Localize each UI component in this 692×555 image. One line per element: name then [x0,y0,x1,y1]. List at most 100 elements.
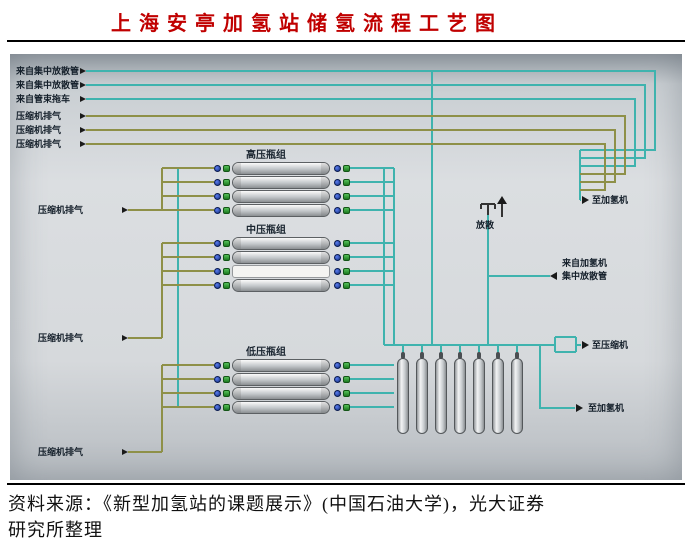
label-to-dispenser-bottom: 至加氢机 [588,403,625,413]
arrow-right-icon [80,113,86,119]
arrow-right-icon [80,127,86,133]
label-from-central-vent-2: 来自集中放散管 [16,80,80,90]
valve-green-icon [343,404,350,411]
arrow-right-icon [122,335,128,341]
valve-blue-icon [334,390,341,397]
storage-tube [232,265,330,278]
valve-green-icon [223,165,230,172]
valve-green-icon [223,362,230,369]
label-compressor-exhaust-top-2: 压缩机排气 [16,125,62,135]
storage-tube-row [214,401,354,414]
valve-green-icon [223,179,230,186]
valve-blue-icon [214,404,221,411]
storage-tube [232,204,330,217]
label-compressor-exhaust-top-3: 压缩机排气 [16,139,62,149]
arrow-right-icon [576,404,583,412]
gas-cylinder [435,352,447,434]
bottom-divider [7,483,685,485]
arrow-right-icon [582,341,589,349]
valve-green-icon [343,362,350,369]
valve-blue-icon [214,179,221,186]
valve-green-icon [223,240,230,247]
valve-green-icon [223,376,230,383]
storage-tube-row [214,373,354,386]
valve-blue-icon [334,282,341,289]
pipe-network-olive [86,115,626,453]
valve-green-icon [343,282,350,289]
gas-cylinder [416,352,428,434]
source-note-line2: 研究所整理 [8,520,103,540]
storage-tube-row [214,359,354,372]
valve-blue-icon [334,193,341,200]
valve-blue-icon [214,362,221,369]
storage-tube-row [214,251,354,264]
gas-cylinder [397,352,409,434]
flow-arrows [80,68,589,455]
valve-blue-icon [334,165,341,172]
valve-green-icon [343,376,350,383]
valve-blue-icon [334,404,341,411]
label-from-dispenser-line1: 来自加氢机 [562,258,608,268]
valve-green-icon [343,254,350,261]
pipe-network-teal [86,70,656,409]
valve-green-icon [343,268,350,275]
valve-blue-icon [214,268,221,275]
valve-blue-icon [214,390,221,397]
valve-blue-icon [334,362,341,369]
storage-tube [232,387,330,400]
label-from-dispenser-line2: 集中放散管 [562,271,608,281]
valve-green-icon [223,390,230,397]
group-label-low-pressure: 低压瓶组 [246,347,286,358]
label-from-tube-trailer: 来自管束拖车 [16,94,71,104]
storage-tube-row [214,176,354,189]
storage-tube [232,359,330,372]
valve-blue-icon [334,240,341,247]
arrow-right-icon [80,68,86,74]
valve-blue-icon [334,254,341,261]
storage-tube [232,190,330,203]
valve-blue-icon [214,376,221,383]
gas-cylinder [511,352,523,434]
valve-blue-icon [334,268,341,275]
page-title: 上海安亭加氢站储氢流程工艺图 [111,13,503,35]
valve-green-icon [343,165,350,172]
label-compressor-exhaust-top-1: 压缩机排气 [16,111,62,121]
storage-tube-row [214,265,354,278]
label-to-compressor: 至压缩机 [592,340,629,350]
vent-icon [480,200,503,217]
storage-tube [232,251,330,264]
gas-cylinder [454,352,466,434]
valve-green-icon [223,268,230,275]
process-flow-diagram: 来自集中放散管 来自集中放散管 来自管束拖车 压缩机排气 压缩机排气 压缩机排气… [10,54,682,480]
label-vent: 放散 [476,220,495,230]
valve-blue-icon [214,282,221,289]
valve-blue-icon [214,207,221,214]
arrow-up-icon [497,196,507,204]
storage-tube [232,176,330,189]
group-label-high-pressure: 高压瓶组 [246,150,286,161]
label-compressor-discharge-2: 压缩机排气 [38,333,84,343]
gas-cylinder [473,352,485,434]
gas-cylinder [492,352,504,434]
valve-blue-icon [214,193,221,200]
valve-blue-icon [334,179,341,186]
storage-tube [232,279,330,292]
storage-tube [232,373,330,386]
storage-tube [232,401,330,414]
arrow-right-icon [122,207,128,213]
arrow-left-icon [550,272,557,280]
label-compressor-discharge-1: 压缩机排气 [38,205,84,215]
valve-green-icon [223,207,230,214]
valve-green-icon [343,179,350,186]
arrow-right-icon [122,449,128,455]
top-divider [7,40,685,42]
storage-tube-row [214,190,354,203]
arrow-right-icon [80,82,86,88]
valve-green-icon [343,207,350,214]
label-from-central-vent-1: 来自集中放散管 [16,66,80,76]
valve-green-icon [223,254,230,261]
valve-blue-icon [214,240,221,247]
valve-blue-icon [214,165,221,172]
label-compressor-discharge-3: 压缩机排气 [38,447,84,457]
